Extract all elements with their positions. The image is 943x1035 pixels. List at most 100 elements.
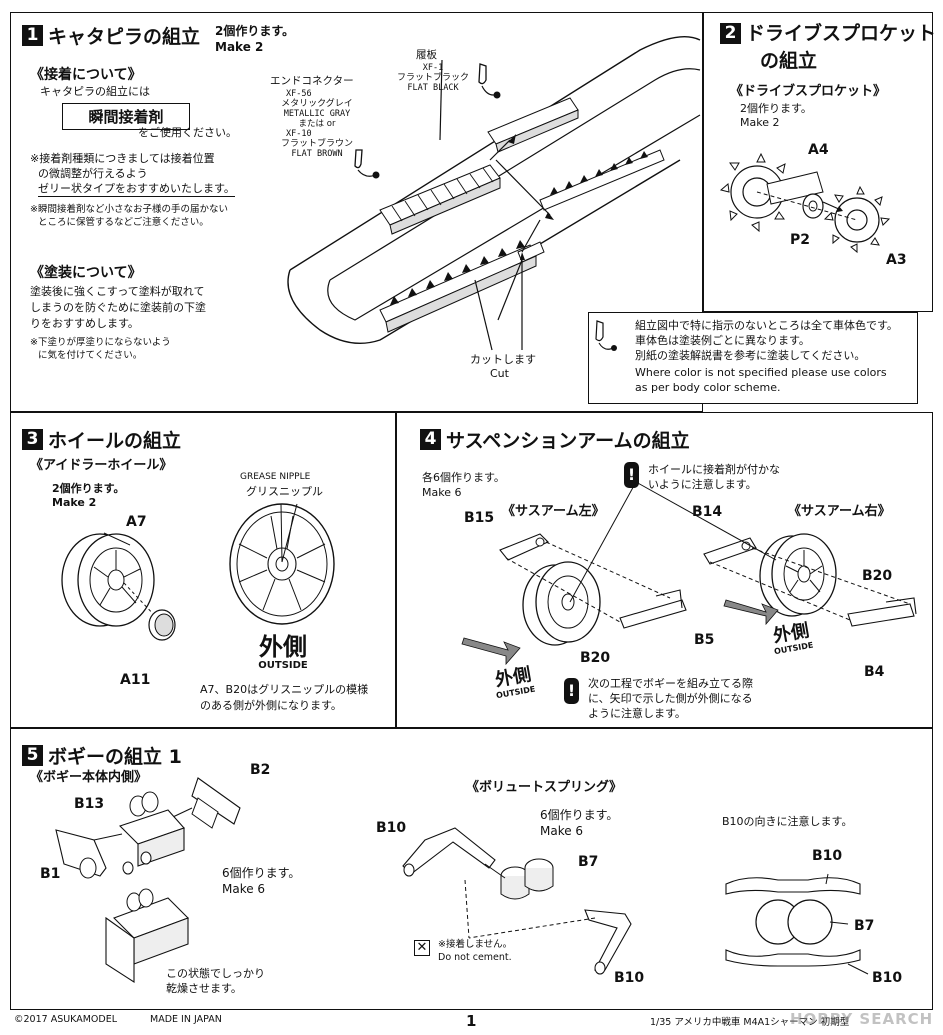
step4-caution-bottom3: ように注意します。 xyxy=(588,707,686,720)
no-cement-en: Do not cement. xyxy=(438,952,512,963)
step4-part-b20-left: B20 xyxy=(580,650,611,666)
no-cement-jp: ※接着しません。 xyxy=(438,939,513,950)
painting-line2: しまうのを防ぐために塗装前の下塗 xyxy=(30,301,206,314)
color-note-jp3: 別紙の塗装解説書を参考に塗装してください。 xyxy=(635,349,866,362)
step5-make-jp: 6個作ります。 xyxy=(222,866,301,880)
step3-note2: のある側が外側になります。 xyxy=(200,699,342,712)
step1-make-en: Make 2 xyxy=(215,40,264,54)
color-note-box: 組立図中で特に指示のないところは全て車体色です。 車体色は塗装例ごとに異なります… xyxy=(588,312,918,404)
step4-part-b14: B14 xyxy=(692,504,723,520)
step4-make-jp: 各6個作ります。 xyxy=(422,471,505,484)
adhesive-note2-l2: ところに保管するなどご注意ください。 xyxy=(38,217,209,228)
step3-make-jp: 2個作ります。 xyxy=(52,482,125,495)
step5-make-en: Make 6 xyxy=(222,882,266,896)
orient-part-b10-bottom: B10 xyxy=(872,970,903,986)
step4-caution-top2: いように注意します。 xyxy=(648,478,757,491)
step2-make-en: Make 2 xyxy=(740,116,780,129)
grease-nipple-jp: グリスニップル xyxy=(246,485,323,498)
adhesive-heading: 《接着について》 xyxy=(30,67,142,83)
step5-subheading: 《ボギー本体内側》 xyxy=(30,770,148,785)
step4-number: 4 xyxy=(420,429,441,450)
adhesive-line1: キャタピラの組立には xyxy=(40,85,150,98)
volute-part-b10-bottom: B10 xyxy=(614,970,645,986)
step3-make-en: Make 2 xyxy=(52,496,97,509)
adhesive-note1-l3: ゼリー状タイプをおすすめいたします。 xyxy=(38,182,235,197)
no-cement-icon: ✕ xyxy=(416,940,428,955)
volute-part-b10-top: B10 xyxy=(376,820,407,836)
paint-brush-icon xyxy=(478,63,501,99)
step2-part-p2: P2 xyxy=(790,232,811,248)
step5-part-b2: B2 xyxy=(250,762,271,778)
step3-part-a7: A7 xyxy=(126,514,147,530)
sus-arm-right-heading: 《サスアーム右》 xyxy=(788,504,891,519)
step4-caution-top1: ホイールに接着剤が付かな xyxy=(648,463,780,476)
adhesive-note1-l2: の微調整が行えるよう xyxy=(38,167,148,180)
step5-number: 5 xyxy=(22,745,43,766)
step2-part-a4: A4 xyxy=(808,142,829,158)
step5-panel xyxy=(10,728,933,1010)
color-note-jp1: 組立図中で特に指示のないところは全て車体色です。 xyxy=(635,319,898,332)
volute-part-b7: B7 xyxy=(578,854,599,870)
step5-dry-l2: 乾燥させます。 xyxy=(166,982,242,995)
step5-part-b1: B1 xyxy=(40,866,61,882)
step3-number: 3 xyxy=(22,429,43,450)
footer-copyright: ©2017 ASUKAMODEL xyxy=(14,1014,118,1025)
step2-subheading: 《ドライブスプロケット》 xyxy=(730,84,887,99)
drive-sprocket-diagram xyxy=(719,152,891,254)
adhesive-note1-l1: ※接着剤種類につきましては接着位置 xyxy=(30,152,215,165)
cut-label-en: Cut xyxy=(490,367,509,380)
track-plate-callout: 履板 XF-1 フラットブラック FLAT BLACK xyxy=(388,48,478,93)
idler-wheel-outside-view xyxy=(229,503,335,625)
bogie-body-diagram xyxy=(55,777,241,984)
idler-wheel-diagram xyxy=(61,532,176,641)
footer-product: 1/35 アメリカ中戦車 M4A1シャーマン 初期型 xyxy=(650,1017,850,1028)
footer-made-in: MADE IN JAPAN xyxy=(150,1014,222,1025)
orient-part-b7: B7 xyxy=(854,918,875,934)
step3-outside-label: 外側 OUTSIDE xyxy=(258,633,308,671)
step4-caution-bottom: ! xyxy=(564,678,579,704)
step3-subheading: 《アイドラーホイール》 xyxy=(30,458,173,473)
volute-spring-diagram xyxy=(402,827,632,975)
orient-part-b10-top: B10 xyxy=(812,848,843,864)
volute-make-jp: 6個作ります。 xyxy=(540,808,619,822)
step4-panel xyxy=(396,412,933,728)
step1-panel xyxy=(10,12,703,412)
step4-part-b5: B5 xyxy=(694,632,715,648)
step4-part-b4: B4 xyxy=(864,664,885,680)
painting-heading: 《塗装について》 xyxy=(30,265,142,281)
cut-label-jp: カットします xyxy=(470,353,536,366)
paint-brush-icon xyxy=(595,320,617,351)
step2-part-a3: A3 xyxy=(886,252,907,268)
painting-line1: 塗装後に強くこすって塗料が取れて xyxy=(30,285,205,298)
step3-panel xyxy=(10,412,396,728)
grease-nipple-en: GREASE NIPPLE xyxy=(240,472,311,482)
step1-number: 1 xyxy=(22,25,43,46)
adhesive-line2: をご使用ください。 xyxy=(138,126,237,139)
adhesive-note2-l1: ※瞬間接着剤など小さなお子様の手の届かない xyxy=(30,204,228,215)
step2-make-jp: 2個作ります。 xyxy=(740,102,812,115)
painting-note-l2: に気を付けてください。 xyxy=(38,350,143,361)
b10-orientation-note: B10の向きに注意します。 xyxy=(722,815,853,828)
adhesive-boxed: 瞬間接着剤 xyxy=(62,103,190,130)
end-connector-title: エンドコネクター xyxy=(270,75,354,87)
sus-arm-left-heading: 《サスアーム左》 xyxy=(502,504,605,519)
volute-heading: 《ボリュートスプリング》 xyxy=(466,780,623,795)
track-assembly-diagram xyxy=(287,35,701,351)
step4-caution-bottom1: 次の工程でボギーを組み立てる際 xyxy=(588,677,753,690)
color-note-en1: Where color is not specified please use … xyxy=(635,366,887,379)
step4-part-b20-right: B20 xyxy=(862,568,893,584)
color-note-en2: as per body color scheme. xyxy=(635,381,781,394)
footer-page-number: 1 xyxy=(466,1012,477,1030)
step4-make-en: Make 6 xyxy=(422,486,462,499)
step3-part-a11: A11 xyxy=(120,672,151,688)
painting-line3: りをおすすめします。 xyxy=(30,317,139,330)
step2-title-l2: の組立 xyxy=(760,50,818,72)
color-note-jp2: 車体色は塗装例ごとに異なります。 xyxy=(635,334,810,347)
step3-note1: A7、B20はグリスニップルの模様 xyxy=(200,683,369,696)
volute-make-en: Make 6 xyxy=(540,824,584,838)
